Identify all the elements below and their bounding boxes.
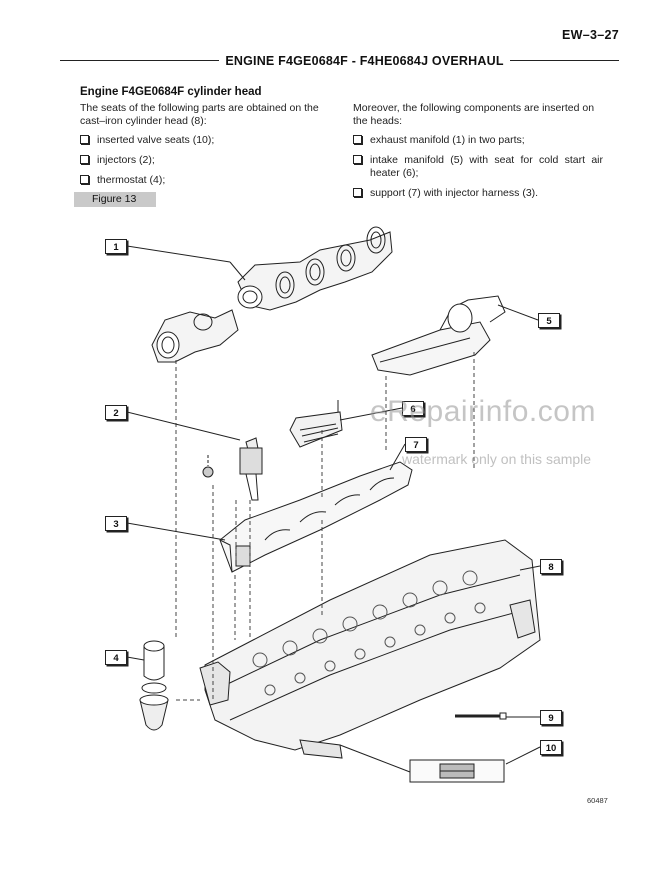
right-column: Moreover, the following components are i… [353,102,603,207]
list-item: support (7) with injector harness (3). [353,187,603,200]
page-number: EW–3–27 [562,28,619,42]
callout-6: 6 [402,401,424,416]
checkbox-bullet-icon [80,135,89,144]
callout-3: 3 [105,516,127,531]
checkbox-bullet-icon [353,155,362,164]
cylinder-head [199,539,541,759]
list-item: intake manifold (5) with seat for cold s… [353,154,603,180]
callout-10: 10 [540,740,562,755]
checkbox-bullet-icon [80,175,89,184]
list-item: inserted valve seats (10); [80,134,330,147]
callout-7: 7 [405,437,427,452]
exhaust-manifold-front [151,309,239,363]
bolt-part [455,712,507,720]
left-column: The seats of the following parts are obt… [80,102,330,194]
callout-1: 1 [105,239,127,254]
callout-8: 8 [540,559,562,574]
list-item: exhaust manifold (1) in two parts; [353,134,603,147]
watermark-subtext: watermark only on this sample [402,451,592,467]
injector [202,437,263,501]
watermark-text: eRepairinfo.com [370,395,596,428]
callout-5: 5 [538,313,560,328]
injector-support [219,461,413,573]
checkbox-bullet-icon [80,155,89,164]
section-title-wrap: ENGINE F4GE0684F - F4HE0684J OVERHAUL [0,52,649,70]
intake-manifold [371,295,506,376]
callout-9: 9 [540,710,562,725]
right-intro: Moreover, the following components are i… [353,102,595,127]
list-item: injectors (2); [80,154,330,167]
left-intro: The seats of the following parts are obt… [80,102,319,127]
subheading: Engine F4GE0684F cylinder head [80,86,262,98]
callout-4: 4 [105,650,127,665]
callout-2: 2 [105,405,127,420]
valve-seat-detail [409,759,505,783]
section-title: ENGINE F4GE0684F - F4HE0684J OVERHAUL [219,54,510,68]
checkbox-bullet-icon [353,135,362,144]
checkbox-bullet-icon [353,188,362,197]
figure-code: 60487 [587,796,608,805]
exhaust-manifold-rear [237,226,393,311]
thermostat [139,640,169,731]
air-heater [289,400,343,448]
figure-label: Figure 13 [74,192,156,207]
list-item: thermostat (4); [80,174,330,187]
